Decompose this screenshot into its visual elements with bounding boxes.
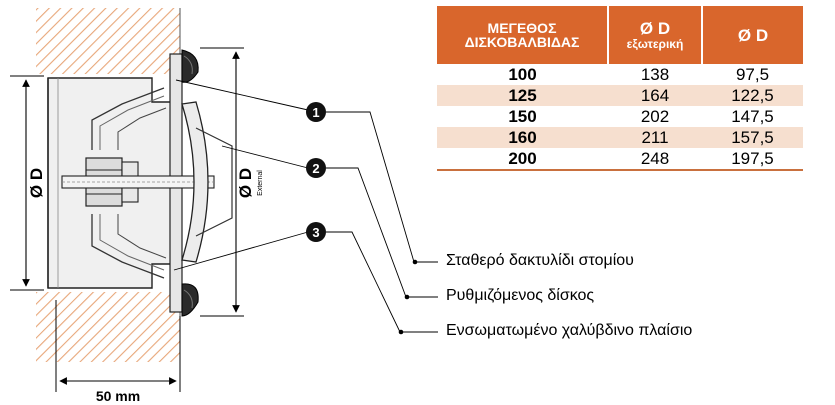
adjustable-disc [181,101,209,263]
size-table: ΜΕΓΕΘΟΣ ΔΙΣΚΟΒΑΛΒΙΔΑΣ Ø D εξωτερική Ø D … [437,6,803,171]
callout-2: 2 [306,158,326,178]
svg-text:3: 3 [312,225,319,240]
table-row: 150 202 147,5 [508,106,774,126]
legend-item-fixed-ring: Σταθερό δακτυλίδι στομίου [446,252,634,269]
leader-3 [326,231,438,333]
header-external-d: Ø D εξωτερική [608,6,703,64]
header-d: Ø D [702,6,803,64]
svg-text:2: 2 [312,161,319,176]
table-row: 200 248 197,5 [437,148,803,171]
callout-1: 1 [306,102,326,122]
legend-item-steel-frame: Ενσωματωμένο χαλύβδινο πλαίσιο [446,322,693,339]
callout-3: 3 [306,222,326,242]
dim-label-left: Ø D [27,168,46,198]
seal-top [181,49,199,83]
dim-label-right-sub: External [257,170,264,196]
dim-label-bottom: 50 mm [96,388,140,404]
leader-1 [326,111,438,263]
seal-bottom [181,283,199,317]
table-row: 100 138 97,5 [508,64,770,84]
table-row: 160 211 157,5 [437,127,803,148]
table-row: 125 164 122,5 [437,85,803,106]
spoke-frame [91,87,165,279]
legend-item-adjustable-disc: Ρυθμιζόμενος δίσκος [446,287,595,304]
leader-2 [326,167,438,298]
header-size: ΜΕΓΕΘΟΣ ΔΙΣΚΟΒΑΛΒΙΔΑΣ [437,6,609,64]
svg-text:1: 1 [312,105,319,120]
dim-label-right: Ø D [236,168,255,198]
wall-top [36,8,180,74]
wall-bottom [36,292,180,362]
